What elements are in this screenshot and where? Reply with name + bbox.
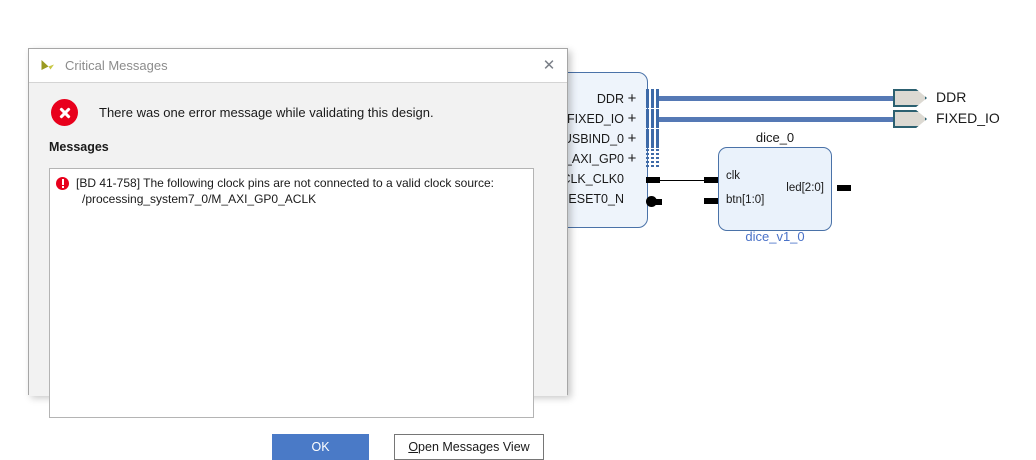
message-line-2: /processing_system7_0/M_AXI_GP0_ACLK <box>82 192 317 206</box>
list-item[interactable]: [BD 41-758] The following clock pins are… <box>50 169 533 207</box>
ps7-pin-fixed-io-label: FIXED_IO <box>567 112 624 126</box>
message-line-1: [BD 41-758] The following clock pins are… <box>76 176 495 190</box>
dice-instance-title: dice_0 <box>755 130 795 145</box>
ps7-pin-usbind-0[interactable]: USBIND_0+ <box>544 129 640 149</box>
ps7-pinstub-reset0-n[interactable] <box>655 198 662 205</box>
messages-list[interactable]: [BD 41-758] The following clock pins are… <box>49 168 534 418</box>
messages-section-label: Messages <box>49 140 109 154</box>
expand-plus-icon[interactable]: + <box>627 110 637 127</box>
ps7-buspin-m-axi-gp0[interactable] <box>646 149 659 168</box>
open-messages-view-button[interactable]: Open Messages View <box>394 434 544 460</box>
buswire-ddr[interactable] <box>659 96 894 101</box>
external-port-ddr-label: DDR <box>936 89 967 105</box>
wire-fclk-clk0-to-dice-clk[interactable] <box>659 179 707 181</box>
ps7-pin-fclk-clk0[interactable]: FCLK_CLK0+ <box>544 169 640 189</box>
dice-pin-clk-label: clk <box>726 170 741 182</box>
external-port-fixed-io-label: FIXED_IO <box>936 110 1000 126</box>
external-port-ddr-icon[interactable] <box>893 89 927 107</box>
mnemonic-letter: O <box>408 440 419 454</box>
dice-pinstub-led[interactable] <box>837 185 851 191</box>
ps7-pin-usbind-0-label: USBIND_0 <box>562 132 624 146</box>
vivado-logo-icon <box>39 57 56 74</box>
ps7-buspin-fixed-io[interactable] <box>646 109 659 128</box>
ps7-pin-ddr-label: DDR <box>596 92 624 106</box>
expand-plus-icon[interactable]: + <box>627 150 637 167</box>
error-icon <box>51 99 78 126</box>
buswire-fixed-io[interactable] <box>659 117 894 122</box>
critical-messages-dialog[interactable]: Critical Messages ✕ There was one error … <box>28 48 568 460</box>
dice-ip-name-label: dice_v1_0 <box>745 229 805 244</box>
ok-button[interactable]: OK <box>272 434 369 460</box>
ps7-pinstub-fclk-clk0[interactable] <box>646 177 660 183</box>
dice-pinstub-btn[interactable] <box>704 198 718 204</box>
ps7-pin-fixed-io[interactable]: FIXED_IO+ <box>544 109 640 129</box>
dialog-banner: There was one error message while valida… <box>29 83 567 140</box>
dialog-body: There was one error message while valida… <box>29 83 567 460</box>
ps7-buspin-ddr[interactable] <box>646 89 659 108</box>
close-icon[interactable]: ✕ <box>542 56 556 74</box>
dice-pin-btn-label: btn[1:0] <box>726 194 765 206</box>
open-messages-view-label-rest: pen Messages View <box>418 440 530 454</box>
dialog-titlebar[interactable]: Critical Messages ✕ <box>29 49 567 83</box>
expand-plus-icon[interactable]: + <box>627 90 637 107</box>
ps7-pin-ddr[interactable]: DDR+ <box>544 89 640 109</box>
dice-block[interactable]: clk btn[1:0] led[2:0] <box>718 147 832 231</box>
message-text: [BD 41-758] The following clock pins are… <box>76 175 494 207</box>
error-exclamation-icon <box>56 177 69 190</box>
ps7-pin-fclk-clk0-label: FCLK_CLK0 <box>553 172 624 186</box>
external-port-fixed-io-icon[interactable] <box>893 110 927 128</box>
dialog-title: Critical Messages <box>65 58 168 73</box>
dice-pinstub-clk[interactable] <box>704 177 718 183</box>
dialog-banner-text: There was one error message while valida… <box>99 105 434 120</box>
dice-pin-led-label: led[2:0] <box>786 182 824 194</box>
ps7-pin-m-axi-gp0[interactable]: _AXI_GP0+ <box>544 149 640 169</box>
ps7-buspin-usbind-0[interactable] <box>646 129 659 148</box>
ps7-pin-m-axi-gp0-label: _AXI_GP0 <box>564 152 624 166</box>
expand-plus-icon[interactable]: + <box>627 130 637 147</box>
